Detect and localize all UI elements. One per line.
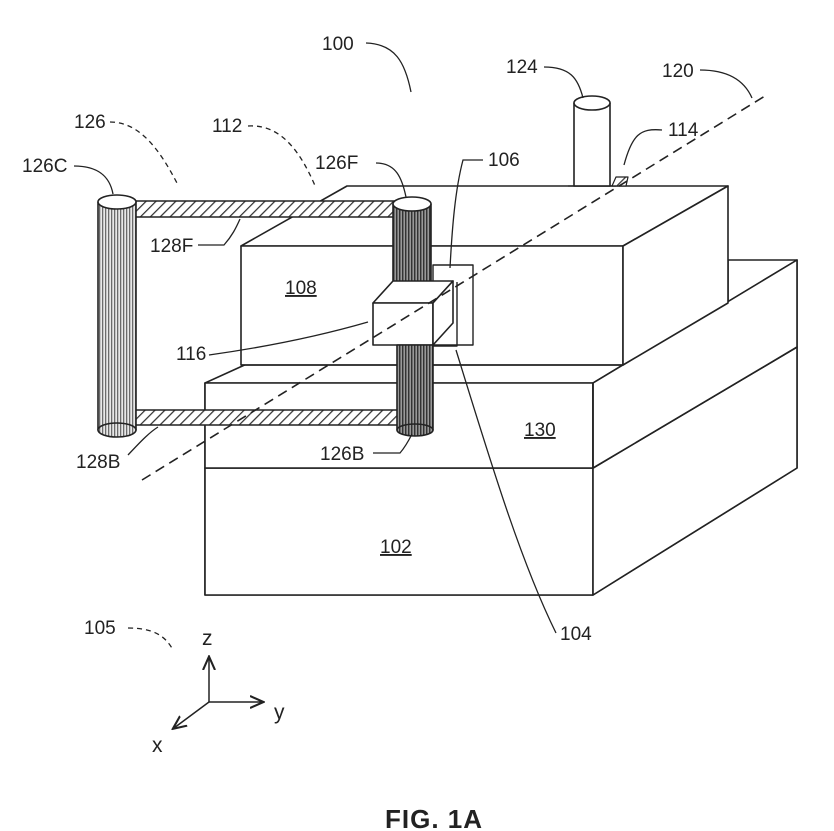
leader-120	[700, 70, 752, 98]
label-128B: 128B	[76, 452, 120, 473]
label-124: 124	[506, 57, 538, 78]
box-116	[373, 281, 453, 345]
leader-114	[624, 130, 662, 165]
leader-126C	[74, 166, 113, 194]
label-112: 112	[212, 116, 242, 137]
label-128F: 128F	[150, 236, 193, 257]
bar-128F	[118, 201, 412, 217]
leader-112	[248, 126, 316, 188]
label-120: 120	[662, 61, 694, 82]
label-126B: 126B	[320, 444, 364, 465]
label-130: 130	[524, 420, 556, 441]
label-116: 116	[176, 344, 206, 365]
axis-x-line	[174, 702, 209, 728]
bar-128B	[118, 410, 412, 425]
cylinder-126B	[397, 345, 433, 436]
leader-126	[110, 122, 178, 185]
axis-x-label: x	[152, 734, 163, 757]
label-102: 102	[380, 537, 412, 558]
label-108: 108	[285, 278, 317, 299]
label-126: 126	[74, 112, 106, 133]
leader-128F	[198, 219, 240, 245]
axes-105	[174, 658, 262, 728]
figure-caption: FIG. 1A	[385, 804, 483, 831]
axis-y-label: y	[274, 701, 285, 724]
label-100: 100	[322, 34, 354, 55]
pillar-124	[568, 96, 616, 186]
cylinder-126C	[98, 195, 136, 437]
label-126F: 126F	[315, 153, 358, 174]
label-126C: 126C	[22, 156, 67, 177]
label-114: 114	[668, 120, 699, 141]
label-104: 104	[560, 624, 592, 645]
label-105: 105	[84, 618, 116, 639]
leader-100	[366, 43, 411, 92]
axis-z-label: z	[202, 627, 213, 650]
leader-105	[128, 628, 173, 650]
label-106: 106	[488, 150, 520, 171]
leader-124	[544, 67, 583, 98]
